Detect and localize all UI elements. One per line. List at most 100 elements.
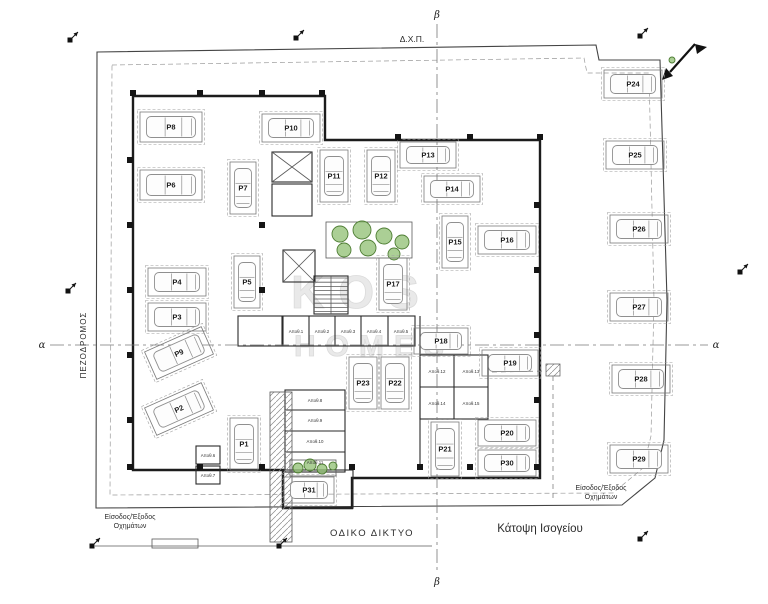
- storage-grid-row: [282, 315, 416, 347]
- storeroom-a: [195, 445, 221, 465]
- column: [259, 287, 265, 293]
- storage-label: Αποθ.12: [429, 369, 446, 374]
- storage-grid-right: [419, 354, 489, 420]
- parking-label: P19: [503, 359, 516, 368]
- parking-label: P16: [500, 236, 513, 245]
- storage-label: Αποθ.11: [307, 460, 324, 465]
- column: [319, 90, 325, 96]
- storage-label: Αποθ.7: [201, 473, 216, 478]
- parking-label: P26: [632, 225, 645, 234]
- car-icon: [371, 156, 391, 196]
- storage-label: Αποθ.3: [341, 329, 356, 334]
- car-icon: [484, 454, 530, 472]
- column: [127, 464, 133, 470]
- parking-label: P3: [172, 313, 181, 322]
- parking-label: P11: [328, 172, 341, 181]
- planter-top: [325, 220, 413, 261]
- setback-line: [109, 57, 655, 496]
- parking-space-P7: P7: [227, 159, 259, 217]
- interior-walls: [195, 151, 489, 509]
- plan-title: Κάτοψη Ισογείου: [497, 523, 583, 535]
- parking-space-P15: P15: [439, 213, 471, 271]
- parking-space-P6: P6: [137, 167, 205, 203]
- survey-marker-icon: [89, 537, 101, 549]
- car-icon: [446, 222, 464, 262]
- car-icon: [146, 174, 196, 196]
- parking-space-P28: P28: [609, 362, 673, 396]
- pedestrian-label: ΠΕΖΟΔΡΟΜΟΣ: [79, 312, 88, 379]
- parking-label: P6: [166, 181, 175, 190]
- column: [197, 464, 203, 470]
- parking-space-P9: P9: [140, 322, 218, 384]
- parking-space-P10: P10: [259, 111, 323, 145]
- watermark-line1: KOS: [291, 266, 433, 318]
- parking-label: P12: [374, 172, 387, 181]
- column: [259, 464, 265, 470]
- car-icon: [484, 230, 530, 250]
- storeroom-b: [195, 465, 221, 485]
- column: [127, 417, 133, 423]
- column: [130, 90, 136, 96]
- dxp-label: Δ.Χ.Π.: [400, 34, 425, 44]
- storage-label: Αποθ.8: [308, 398, 323, 403]
- parking-label: P30: [500, 459, 513, 468]
- column: [534, 464, 540, 470]
- column: [127, 352, 133, 358]
- utility-room: [237, 315, 283, 347]
- column: [534, 397, 540, 403]
- entrance-right-line2: Οχημάτων: [585, 493, 618, 501]
- car-icon: [610, 74, 656, 94]
- car-icon: [618, 369, 664, 389]
- tree-symbol: [668, 56, 676, 64]
- parking-space-P27: P27: [607, 290, 671, 324]
- column: [349, 464, 355, 470]
- parking-space-P18: P18: [411, 325, 471, 357]
- north-arrow-icon: [662, 43, 707, 80]
- storage-label: Αποθ.4: [367, 329, 382, 334]
- column: [197, 90, 203, 96]
- survey-marker-icon: [276, 537, 288, 549]
- car-icon: [238, 262, 256, 302]
- entrance-left-line2: Οχημάτων: [114, 522, 147, 530]
- car-icon: [146, 116, 196, 138]
- parking-space-P29: P29: [607, 442, 671, 476]
- parking-space-P11: P11: [317, 147, 351, 205]
- column: [534, 267, 540, 273]
- parking-space-P25: P25: [603, 138, 667, 172]
- storage-label: Αποθ.15: [463, 401, 480, 406]
- entrance-label-right: Είσοδος/Έξοδος Οχημάτων: [575, 484, 627, 501]
- parking-label: P8: [166, 123, 175, 132]
- survey-marker-icon: [737, 263, 749, 275]
- car-icon: [353, 363, 373, 403]
- parking-space-P30: P30: [475, 447, 539, 479]
- car-icon: [234, 168, 252, 208]
- parking-label: P25: [628, 151, 641, 160]
- parking-space-P16: P16: [475, 223, 539, 257]
- parking-label: P4: [172, 278, 182, 287]
- column: [259, 222, 265, 228]
- section-label-beta-bottom: β: [433, 577, 440, 588]
- column: [467, 464, 473, 470]
- section-label-beta-top: β: [433, 10, 440, 21]
- parking-label: P21: [438, 445, 451, 454]
- column: [417, 464, 423, 470]
- parking-space-P19: P19: [479, 347, 541, 379]
- parking-label: P10: [284, 124, 297, 133]
- survey-marker-icon: [65, 282, 77, 294]
- car-icon: [153, 390, 205, 428]
- car-icon: [153, 334, 205, 372]
- parking-space-P26: P26: [607, 212, 671, 246]
- car-icon: [290, 481, 328, 499]
- section-label-alpha-right: α: [713, 340, 720, 351]
- stairs-icon: [314, 276, 348, 314]
- service-room: [271, 183, 313, 217]
- column: [127, 287, 133, 293]
- parking-label: P13: [421, 151, 434, 160]
- survey-marker-icon: [637, 530, 649, 542]
- parking-space-P23: P23: [346, 354, 380, 412]
- car-icon: [435, 428, 455, 470]
- vehicle-ramp: [269, 391, 293, 543]
- parking-space-P31: P31: [281, 474, 337, 506]
- parking-label: P18: [434, 337, 447, 346]
